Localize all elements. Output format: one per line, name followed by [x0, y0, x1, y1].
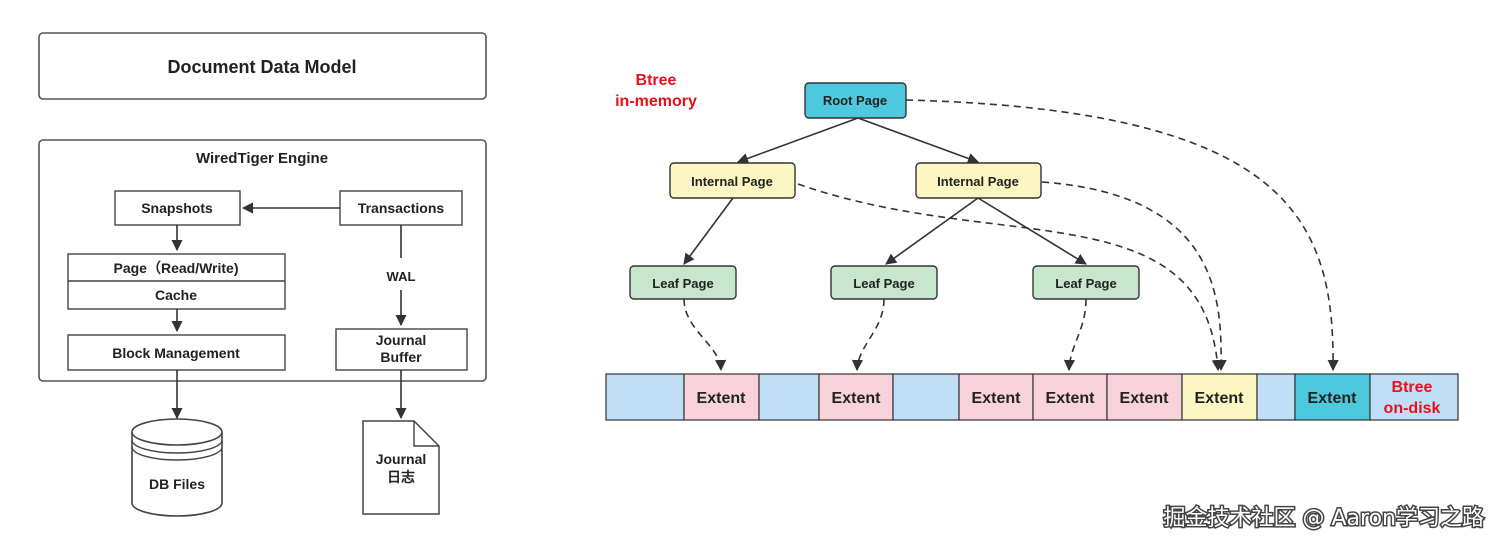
journal-buffer-line1: Journal [376, 332, 427, 348]
engine-title: WiredTiger Engine [196, 150, 328, 167]
btree-in-memory-line1: Btree [636, 72, 677, 89]
free-space-cell [605, 373, 685, 421]
root-to-internal2-arrow [857, 117, 980, 164]
leaf-page-1-label: Leaf Page [652, 276, 713, 291]
extent-label: Extent [697, 390, 747, 407]
free-space-cell [758, 373, 820, 421]
watermark-text: 掘金技术社区 @ Aaron学习之路 [1164, 506, 1484, 531]
database-cylinder-icon: DB Files [131, 418, 223, 517]
leaf-page-node-2: Leaf Page [830, 265, 938, 300]
internal2-to-leaf3-arrow [977, 197, 1087, 265]
btree-on-disk-label-cell [1369, 373, 1459, 421]
root-page-node: Root Page [804, 82, 907, 119]
extent-cell-internal [1181, 373, 1258, 421]
extent-label: Extent [972, 390, 1022, 407]
internal-page-node-1: Internal Page [669, 162, 796, 199]
block-management-label: Block Management [112, 345, 240, 361]
leaf-page-3-label: Leaf Page [1055, 276, 1116, 291]
root-to-internal1-arrow [736, 117, 859, 164]
internal-page-1-label: Internal Page [691, 174, 773, 189]
journal-file-line2: 日志 [387, 469, 415, 485]
journal-buffer-line2: Buffer [380, 349, 422, 365]
transactions-label: Transactions [358, 200, 445, 216]
document-data-model-box: Document Data Model [38, 32, 487, 100]
journal-file-line1: Journal [376, 451, 427, 467]
leaf-page-2-label: Leaf Page [853, 276, 914, 291]
leaf-page-node-1: Leaf Page [629, 265, 737, 300]
extent-label: Extent [1046, 390, 1096, 407]
journal-buffer-box: Journal Buffer [335, 328, 468, 371]
page-rw-label: Page（Read/Write) [114, 260, 239, 276]
btree-in-memory-line2: in-memory [615, 93, 697, 110]
free-space-cell [892, 373, 960, 421]
extent-cell [1106, 373, 1183, 421]
extent-cell-root [1294, 373, 1371, 421]
block-management-box: Block Management [67, 334, 286, 371]
leaf-page-node-3: Leaf Page [1032, 265, 1140, 300]
internal-page-2-label: Internal Page [937, 174, 1019, 189]
internal1-to-leaf1-arrow [683, 197, 734, 265]
cache-label: Cache [155, 287, 197, 303]
internal1-to-extent-dashed-arrow [797, 183, 1223, 372]
extent-label: Extent [1308, 390, 1358, 407]
journal-file-icon: Journal 日志 [362, 420, 440, 515]
btree-on-disk-line2: on-disk [1384, 400, 1441, 417]
internal2-to-extent-dashed-arrow [1041, 181, 1227, 372]
extent-cell [1032, 373, 1108, 421]
db-files-label: DB Files [149, 476, 205, 492]
extent-label: Extent [1120, 390, 1170, 407]
root-page-label: Root Page [823, 93, 887, 108]
transactions-box: Transactions [339, 190, 463, 226]
snapshots-box: Snapshots [114, 190, 241, 226]
extent-label: Extent [1195, 390, 1245, 407]
wal-label: WAL [387, 269, 416, 284]
extent-cell [818, 373, 894, 421]
extent-label: Extent [832, 390, 882, 407]
leaf3-to-extent-dashed-arrow [1063, 298, 1087, 372]
snapshots-label: Snapshots [141, 200, 213, 216]
leaf1-to-extent-dashed-arrow [683, 298, 727, 372]
page-cache-box: Page（Read/Write) Cache [67, 253, 286, 310]
document-data-model-label: Document Data Model [167, 57, 356, 77]
internal-page-node-2: Internal Page [915, 162, 1042, 199]
root-to-extent-dashed-arrow [905, 99, 1339, 372]
leaf2-to-extent-dashed-arrow [851, 298, 885, 372]
btree-on-disk-strip: Extent Extent Extent Extent Extent Exten… [605, 373, 1459, 421]
free-space-cell [1256, 373, 1296, 421]
btree-on-disk-line1: Btree [1392, 379, 1433, 396]
internal2-to-leaf2-arrow [885, 197, 979, 265]
